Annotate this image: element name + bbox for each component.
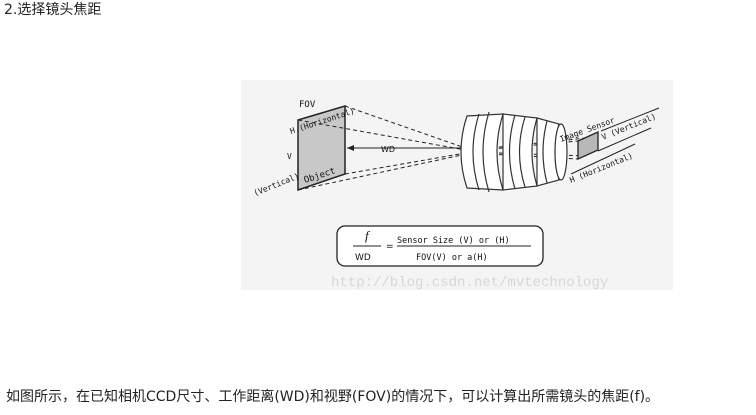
section-heading: 2.选择镜头焦距 [4,2,102,18]
lens-icon [460,111,568,193]
v-label-left: V [287,152,292,161]
formula-equals: = [386,242,394,252]
fov-label: FOV [299,100,316,110]
formula-f: f [365,228,371,243]
lens-focal-length-diagram: FOV H (Horizontal) V (Vertical) Object W… [241,80,673,290]
formula-numerator: Sensor Size (V) or (H) [397,236,510,246]
vertical-label-left: (Vertical) [252,171,300,197]
wd-label: WD [381,145,395,154]
watermark: http://blog.csdn.net/mvtechnology [331,275,608,290]
body-caption: 如图所示，在已知相机CCD尺寸、工作距离(WD)和视野(FOV)的情况下，可以计… [6,389,660,405]
formula-denominator: FOV(V) or a(H) [416,253,488,263]
formula-wd: WD [355,253,371,263]
image-sensor [577,130,599,161]
